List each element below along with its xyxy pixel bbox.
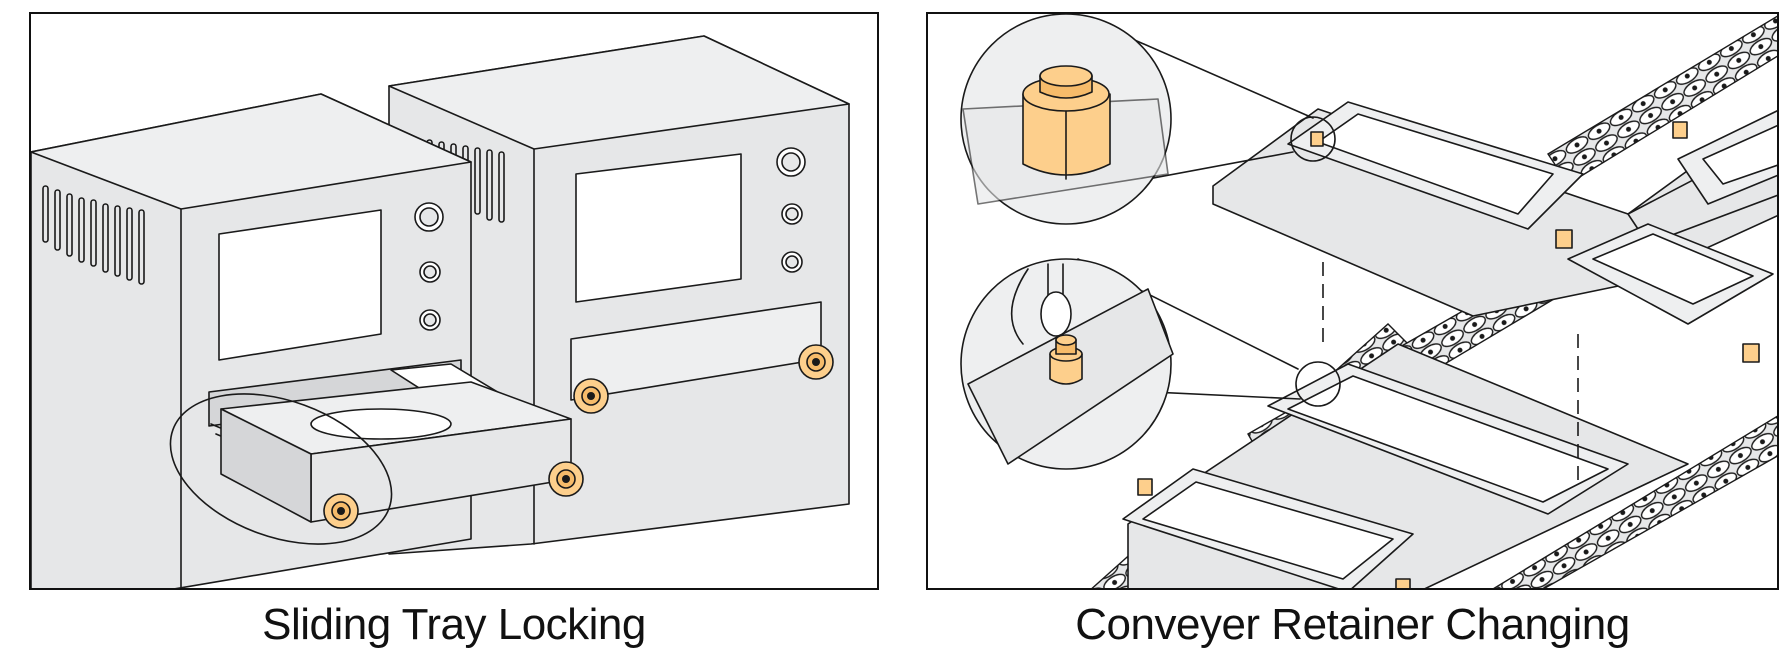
conveyor-chain-illustration bbox=[960, 14, 1777, 588]
knob-icon bbox=[548, 461, 584, 497]
knob-icon bbox=[323, 493, 359, 529]
magnifier-callout bbox=[169, 393, 393, 545]
knob-icon bbox=[573, 378, 609, 414]
figure-caption: Sliding Tray Locking bbox=[262, 600, 646, 649]
magnifier-callout bbox=[1290, 116, 1336, 162]
figure-caption: Conveyer Retainer Changing bbox=[1075, 600, 1630, 649]
retainer-pin-icon bbox=[1555, 229, 1573, 249]
retainer-pin-icon bbox=[1672, 121, 1688, 139]
retainer-pin-icon bbox=[1310, 131, 1324, 147]
figure-conveyer-retainer-changing bbox=[926, 12, 1779, 590]
knob-icon bbox=[798, 344, 834, 380]
tray-illustration bbox=[220, 381, 572, 523]
zoom-detail-pin bbox=[960, 14, 1172, 225]
lower-retainer bbox=[1122, 343, 1689, 588]
retainer-pin-icon bbox=[1742, 343, 1760, 363]
retainer-pin-icon bbox=[1395, 578, 1411, 588]
zoom-detail-hole bbox=[960, 258, 1174, 470]
retainer-pin-icon bbox=[1137, 478, 1153, 496]
machine-illustration bbox=[31, 35, 850, 588]
front-machine bbox=[31, 93, 584, 588]
upper-retainer bbox=[1212, 101, 1777, 325]
figure-sliding-tray-locking bbox=[29, 12, 879, 590]
magnifier-callout bbox=[1295, 361, 1341, 407]
lower-chain bbox=[1493, 415, 1777, 588]
